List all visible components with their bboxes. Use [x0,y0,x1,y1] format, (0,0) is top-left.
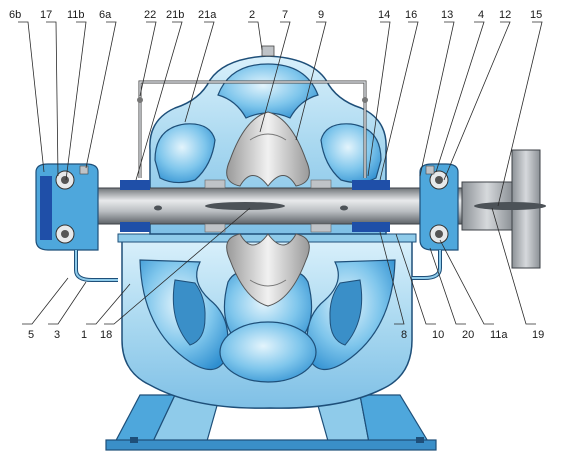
coupling [461,149,546,269]
callout-5: 5 [28,329,34,341]
callout-10: 10 [432,329,444,341]
callout-13: 13 [441,9,453,21]
leader-lines-bottom [22,207,536,325]
callout-6a: 6a [99,9,112,21]
callout-9: 9 [318,9,324,21]
callout-11b: 11b [67,9,85,21]
callout-1: 1 [81,329,87,341]
callout-6b: 6b [9,9,21,21]
callout-14: 14 [378,9,390,21]
base-feet [105,394,437,451]
callout-2: 2 [249,9,255,21]
callout-17: 17 [40,9,52,21]
callout-7: 7 [282,9,288,21]
callout-15: 15 [530,9,542,21]
right-bearing-housing [412,163,459,280]
callout-3: 3 [54,329,60,341]
callout-21b: 21b [166,9,184,21]
callout-8: 8 [401,329,407,341]
leader-lines-top [18,21,543,207]
callout-16: 16 [405,9,417,21]
left-bearing-housing [35,163,118,282]
callout-12: 12 [499,9,511,21]
callout-18: 18 [100,329,112,341]
callout-19: 19 [532,329,544,341]
callout-labels-top: 6b 17 11b 6a 22 21b 21a 2 7 9 14 16 13 4… [9,9,542,21]
callout-21a: 21a [198,9,217,21]
callout-labels-bottom: 5 3 1 18 8 10 20 11a 19 [28,329,544,341]
callout-22: 22 [144,9,156,21]
shaft-seals [120,179,390,233]
seal-water-piping [137,80,368,178]
impeller [226,111,310,307]
callout-11a: 11a [490,329,508,341]
callout-20: 20 [462,329,474,341]
callout-4: 4 [478,9,484,21]
